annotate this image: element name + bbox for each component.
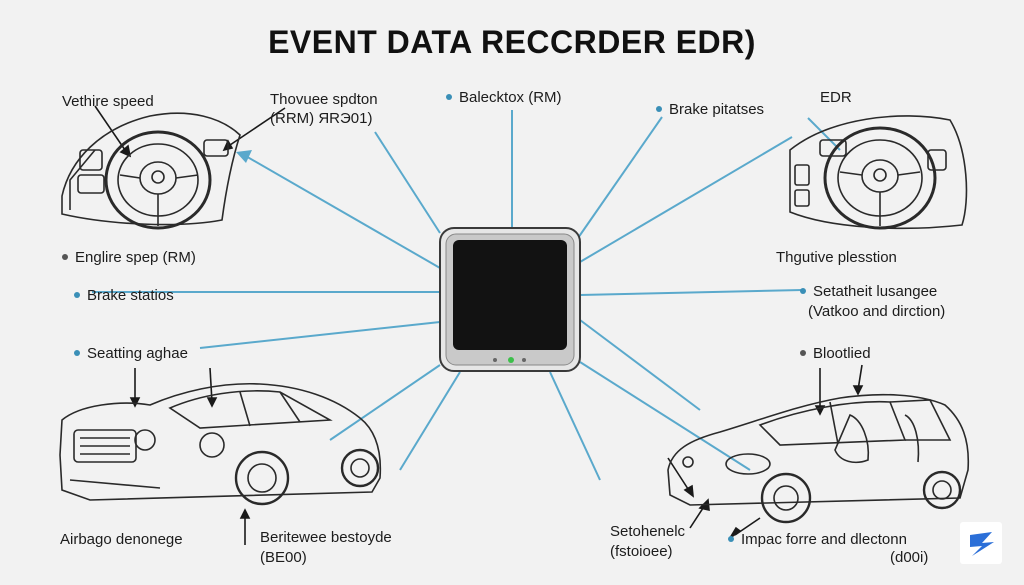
car-right-illustration	[667, 393, 970, 524]
line-brake-pitatses	[577, 116, 663, 239]
label-airbag: Airbago denonege	[60, 531, 183, 548]
label-brake-statios: Brake statios	[74, 286, 174, 305]
line-setohenelc	[549, 371, 601, 481]
bullet-dot	[800, 288, 806, 295]
line-impact-top	[579, 319, 701, 411]
dashboard-right-illustration	[789, 115, 968, 230]
label-vehicle-speed: Vethire speed	[62, 93, 154, 110]
dashboard-left-illustration	[61, 112, 241, 230]
car-left-illustration	[59, 382, 382, 506]
diagram-title: EVENT DATA RECCRDER EDR)	[268, 24, 756, 60]
line-setatheit	[579, 289, 803, 296]
bullet-dot	[62, 254, 68, 261]
label-engine-speed: Englire spep (RM)	[62, 248, 196, 267]
label-setatheit-1-text: Setatheit lusangee	[813, 283, 938, 300]
label-brake-pitatses-text: Brake pitatses	[669, 101, 765, 118]
line-seating	[199, 321, 441, 349]
line-vehicle-speed	[243, 154, 441, 269]
bullet-dot	[656, 106, 662, 113]
label-impact-1: Impac forre and dlectonn	[728, 530, 907, 549]
line-edr-wheel	[807, 117, 841, 151]
label-thgutive: Thgutive plesstion	[776, 249, 897, 266]
label-beritewee-1: Beritewee bestoyde	[260, 529, 392, 546]
label-balecktox-text: Balecktox (RM)	[459, 89, 562, 106]
line-beritewee	[399, 371, 461, 471]
bullet-dot	[74, 350, 80, 357]
label-brake-statios-text: Brake statios	[87, 287, 174, 304]
line-impact	[579, 361, 751, 471]
label-balecktox: Balecktox (RM)	[446, 88, 562, 107]
pointer-arrows	[94, 105, 864, 545]
label-beritewee-2: (BE00)	[260, 549, 307, 566]
label-edr: EDR	[820, 89, 852, 106]
bullet-dot	[728, 536, 734, 543]
label-throttle-1: Thovuee spdton	[270, 91, 378, 108]
arrowhead-speed	[236, 150, 252, 163]
label-seating-aghae-text: Seatting aghae	[87, 345, 188, 362]
connector-lines	[92, 110, 841, 481]
line-edr	[579, 136, 793, 263]
label-engine-speed-text: Englire spep (RM)	[75, 249, 196, 266]
bullet-dot	[446, 94, 452, 101]
line-throttle	[374, 131, 441, 234]
label-blootlied: Blootlied	[800, 344, 871, 363]
label-seating-aghae: Seatting aghae	[74, 344, 188, 363]
label-blootlied-text: Blootlied	[813, 345, 871, 362]
label-setatheit-1: Setatheit lusangee	[800, 282, 937, 301]
label-setohenelc-2: (fstoioee)	[610, 543, 673, 560]
label-setatheit-2: (Vatkoo and dirction)	[808, 303, 946, 320]
line-airbag-car	[329, 364, 441, 441]
edr-device	[439, 227, 581, 372]
label-setohenelc-1: Setohenelc	[610, 523, 686, 540]
bullet-dot	[800, 350, 806, 357]
label-throttle-2: (RRM) ЯRЭ01)	[270, 110, 373, 127]
label-impact-2: (d00i)	[890, 549, 929, 566]
label-brake-pitatses: Brake pitatses	[656, 100, 764, 119]
logo-mark	[960, 522, 1002, 564]
label-impact-1-text: Impac forre and dlectonn	[741, 531, 907, 548]
bullet-dot	[74, 292, 80, 299]
